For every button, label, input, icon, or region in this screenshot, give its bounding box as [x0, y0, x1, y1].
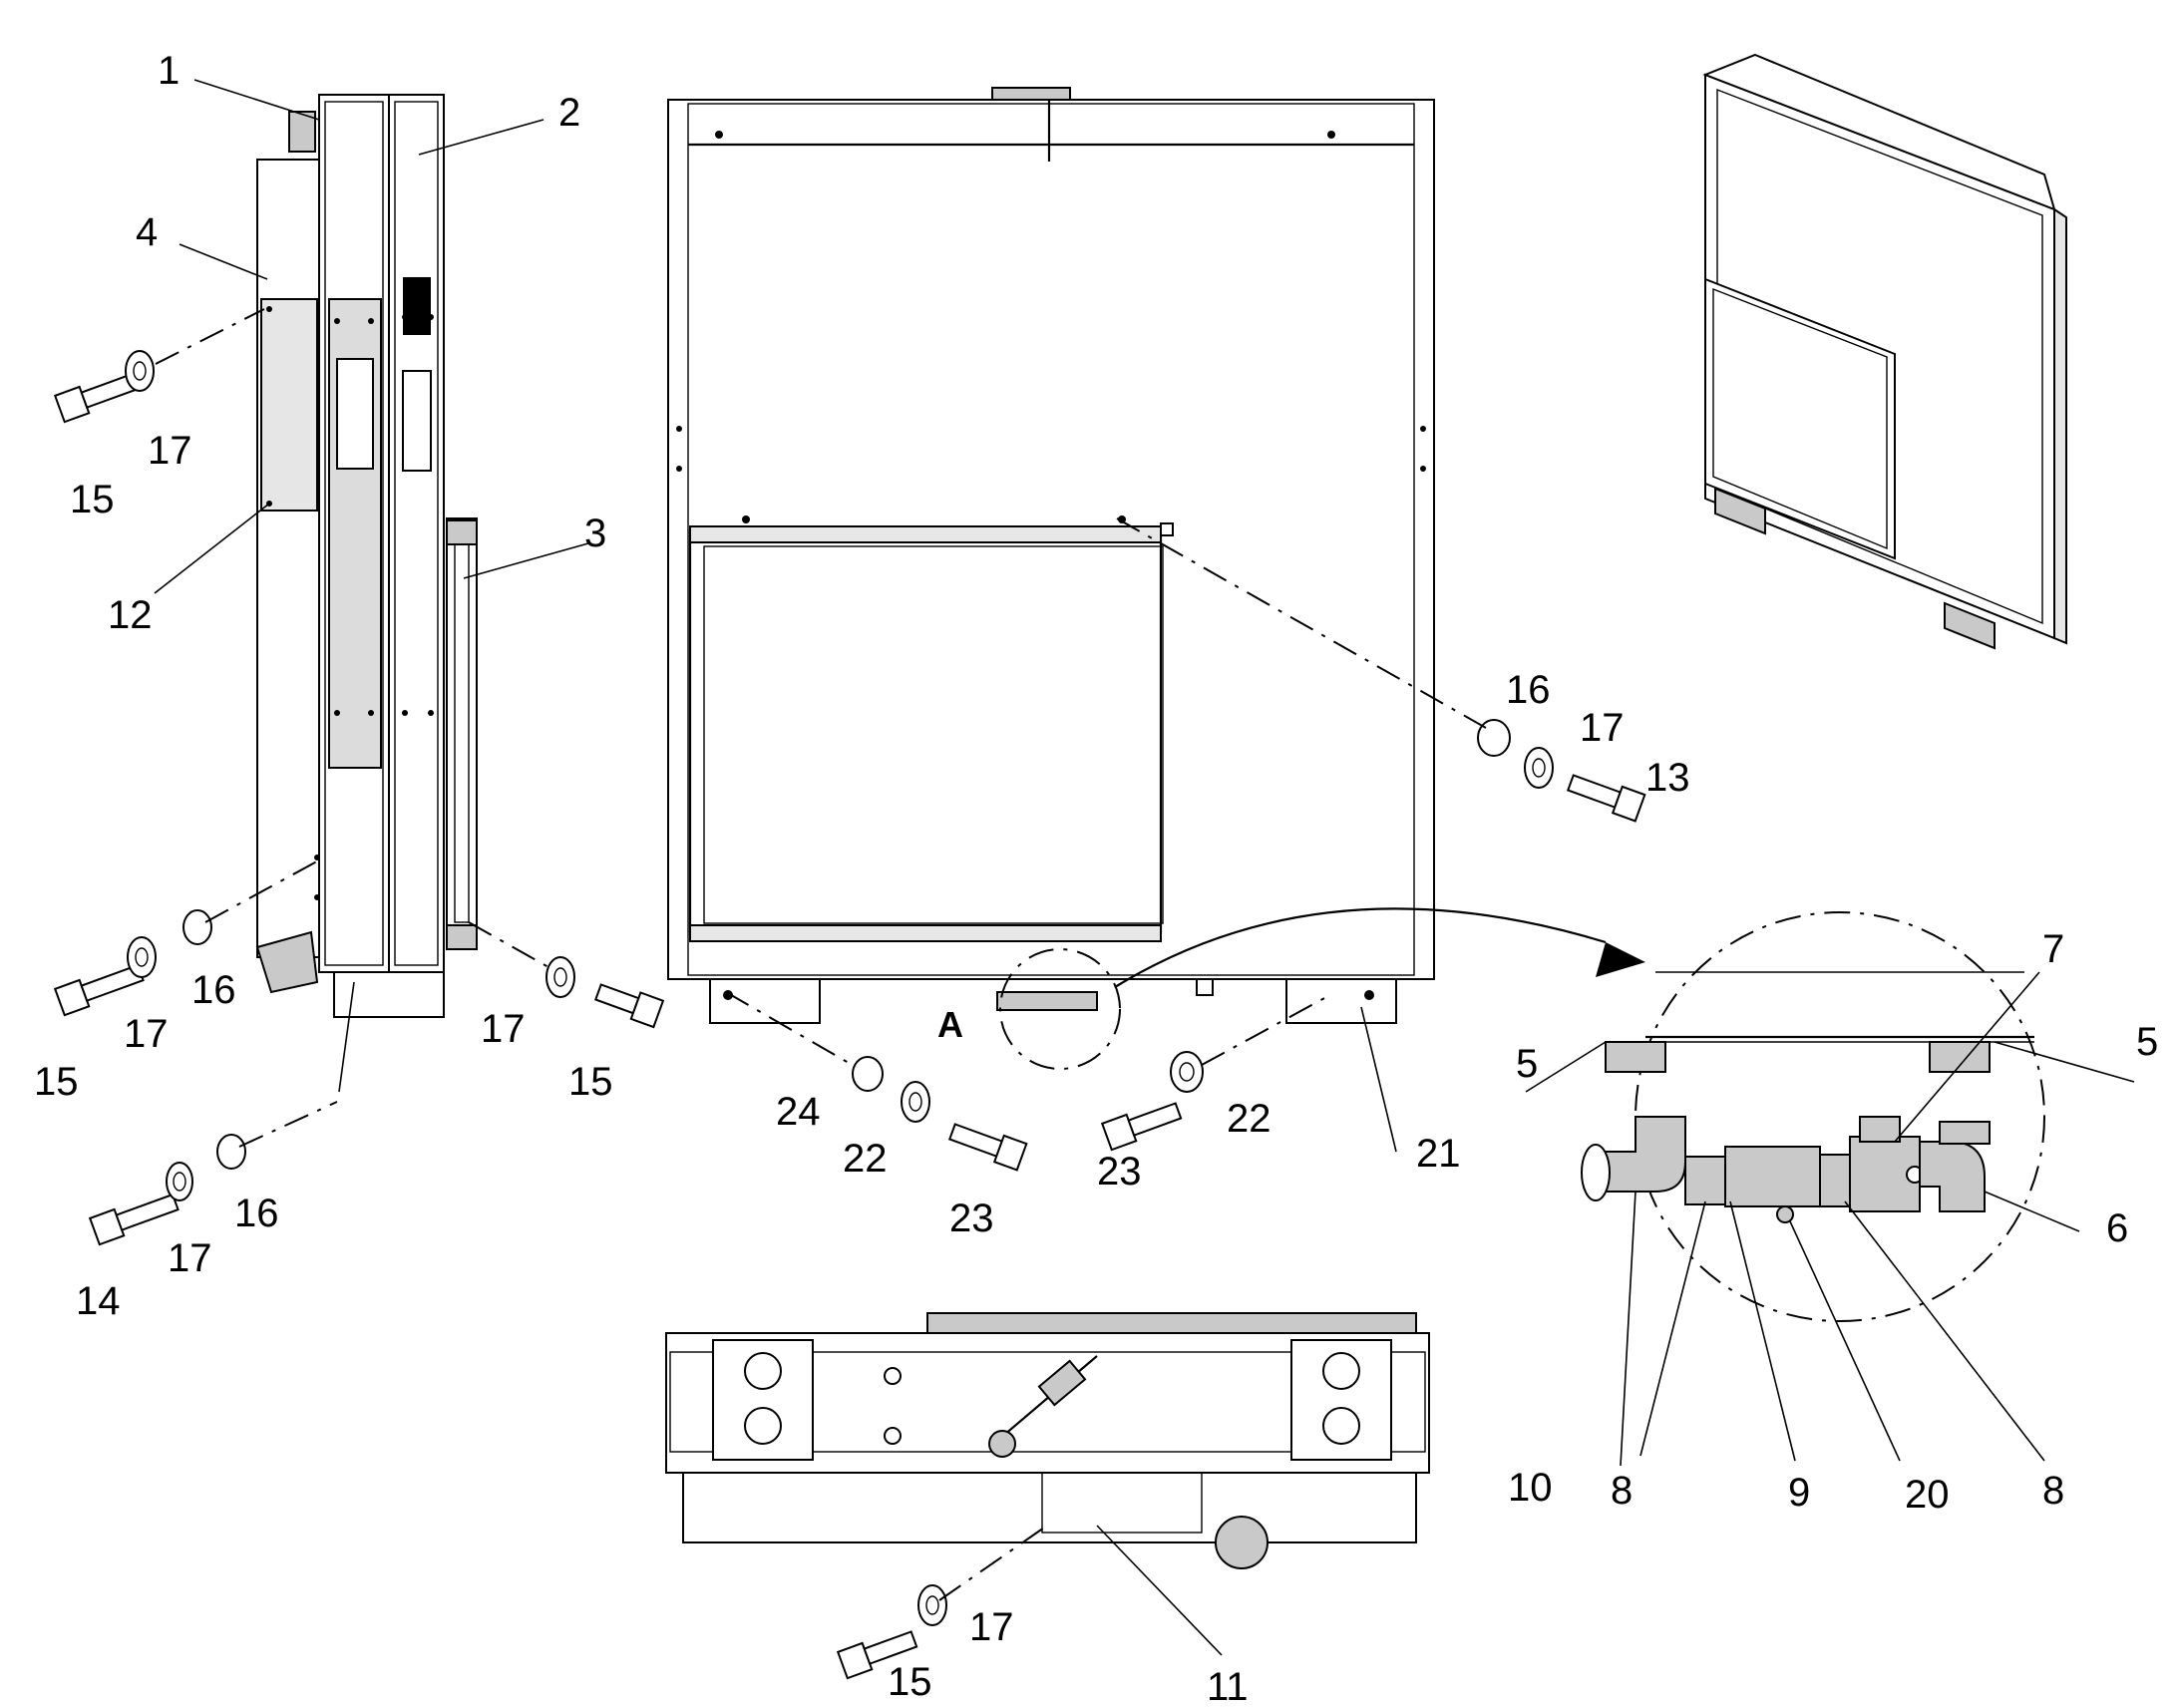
- detail-a-label: A: [937, 1004, 963, 1045]
- callout-5-right: 5: [2136, 1020, 2158, 1064]
- callout-17-bottom: 17: [969, 1605, 1014, 1649]
- callout-21: 21: [1416, 1132, 1461, 1176]
- callout-15-bottom: 15: [888, 1660, 932, 1704]
- callout-1: 1: [158, 49, 180, 93]
- callout-22-right: 22: [1227, 1097, 1272, 1141]
- side-view: [255, 94, 478, 1018]
- callout-15-left: 15: [34, 1060, 79, 1104]
- callout-17-top: 17: [148, 429, 192, 473]
- callouts: 1 2 3 4 5 5 6 7 8 8 9 10 11 12 13 14 15 …: [34, 49, 2158, 1708]
- callout-2: 2: [558, 91, 580, 135]
- callout-16-right: 16: [1506, 668, 1551, 712]
- callout-17-left: 17: [124, 1012, 169, 1056]
- callout-17-right: 17: [1580, 706, 1625, 750]
- callout-10: 10: [1508, 1466, 1553, 1510]
- callout-23-right: 23: [1097, 1150, 1142, 1194]
- callout-17-lower: 17: [168, 1236, 212, 1280]
- detail-a-view: [1581, 911, 2045, 1322]
- callout-16-lower: 16: [234, 1192, 279, 1235]
- callout-8-right: 8: [2042, 1469, 2064, 1513]
- callout-17-mid: 17: [481, 1007, 526, 1051]
- callout-6: 6: [2106, 1206, 2128, 1250]
- callout-4: 4: [136, 210, 158, 254]
- callout-7: 7: [2042, 927, 2064, 971]
- callout-12: 12: [108, 593, 153, 637]
- callout-23-left: 23: [949, 1196, 994, 1240]
- callout-20: 20: [1905, 1473, 1950, 1517]
- hardware: [53, 350, 1646, 1680]
- callout-14: 14: [76, 1279, 121, 1323]
- callout-24: 24: [776, 1090, 821, 1134]
- callout-9: 9: [1788, 1471, 1810, 1515]
- detail-a-leader-arrow: [1114, 907, 1607, 988]
- assembly-lines: [155, 308, 1487, 1601]
- isometric-view: [1702, 53, 2067, 650]
- callout-16-left: 16: [191, 968, 236, 1012]
- callout-13: 13: [1645, 756, 1690, 800]
- callout-11: 11: [1207, 1665, 1249, 1708]
- bottom-view: [665, 1312, 1430, 1569]
- callout-8-left: 8: [1611, 1469, 1633, 1513]
- callout-15-mid: 15: [568, 1060, 613, 1104]
- callout-3: 3: [584, 512, 606, 555]
- arrow-head-icon: [1596, 942, 1645, 977]
- callout-15-top: 15: [70, 478, 115, 521]
- detail-a-marker-circle: [999, 948, 1121, 1070]
- callout-5-left: 5: [1516, 1042, 1538, 1086]
- callout-22-left: 22: [843, 1137, 888, 1181]
- callout-leaders: [154, 79, 2135, 1656]
- front-view: [667, 87, 1435, 1024]
